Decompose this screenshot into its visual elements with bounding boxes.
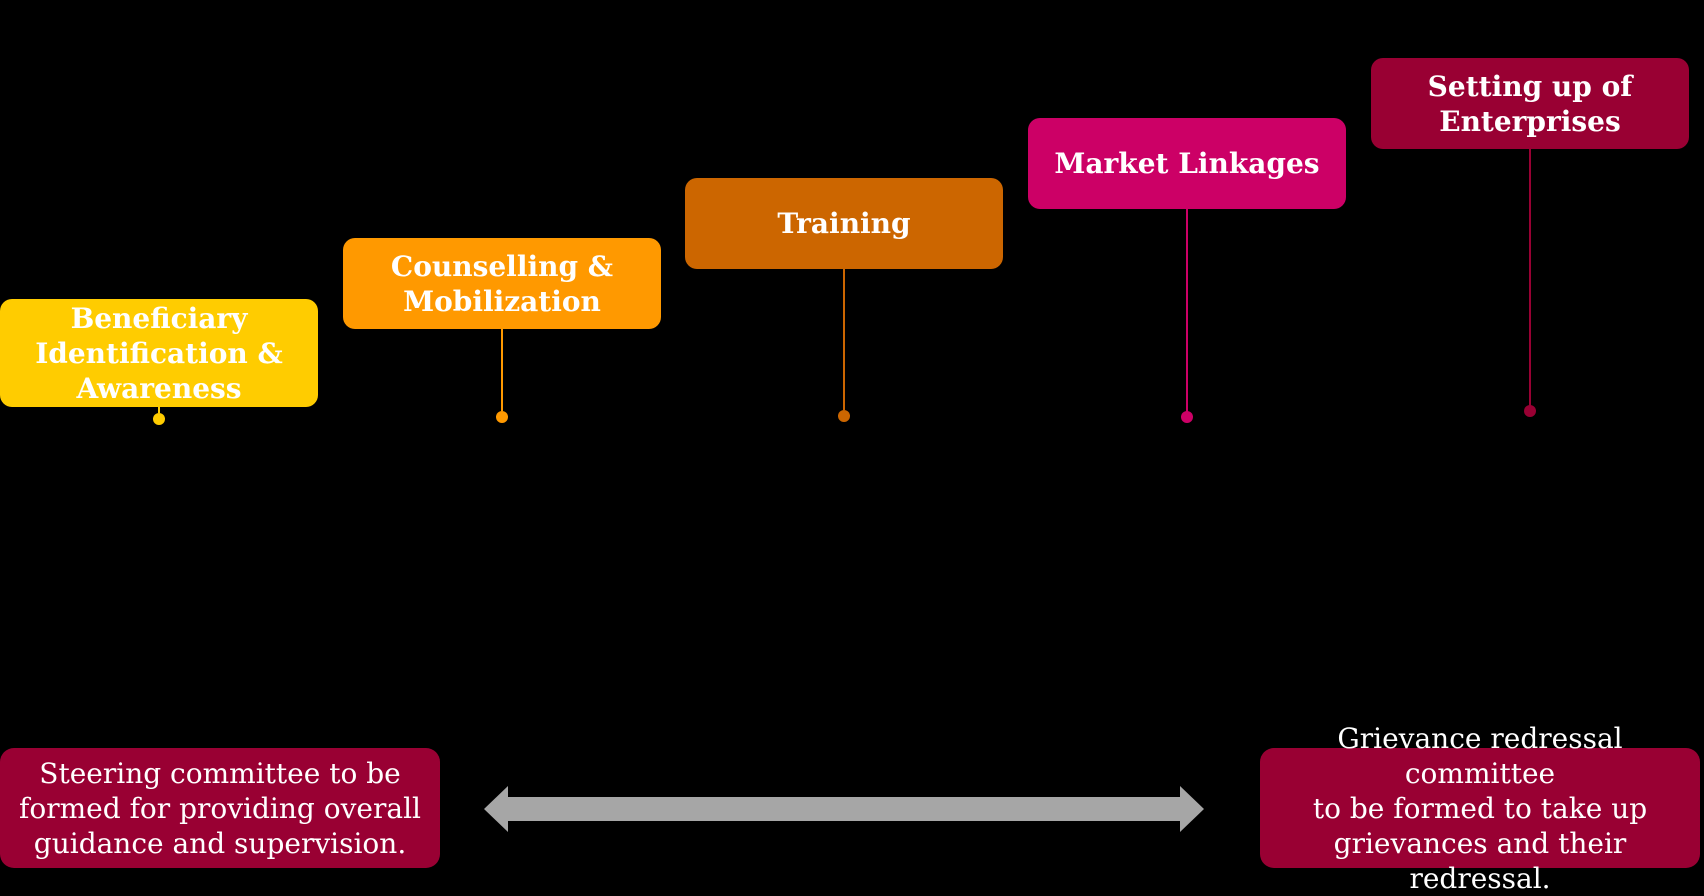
step-marker-dot — [1181, 411, 1193, 423]
double-headed-arrow-icon — [484, 786, 1204, 832]
step-counselling-mobilization: Counselling & Mobilization — [343, 238, 661, 329]
step-marker-dot — [1524, 405, 1536, 417]
grievance-committee-text: Grievance redressal committee to be form… — [1312, 721, 1648, 895]
step-connector-line — [843, 269, 845, 410]
step-marker-dot — [838, 410, 850, 422]
step-label: Beneficiary Identification & Awareness — [35, 301, 283, 405]
process-diagram: Beneficiary Identification & Awareness C… — [0, 58, 1700, 895]
step-market-linkages: Market Linkages — [1028, 118, 1346, 209]
step-label: Training — [777, 207, 911, 240]
step-training: Training — [685, 178, 1003, 269]
step-beneficiary-identification: Beneficiary Identification & Awareness — [0, 299, 318, 407]
steering-committee-text: Steering committee to be formed for prov… — [19, 756, 421, 860]
step-setting-up-enterprises: Setting up of Enterprises — [1371, 58, 1689, 149]
step-connector-line — [501, 329, 503, 411]
step-connector-line — [1529, 149, 1531, 406]
grievance-committee-box: Grievance redressal committee to be form… — [1260, 722, 1700, 895]
arrow-shape — [484, 786, 1204, 832]
step-label: Setting up of Enterprises — [1427, 69, 1633, 138]
steering-committee-box: Steering committee to be formed for prov… — [0, 748, 440, 868]
step-connector-line — [1186, 209, 1188, 412]
step-marker-dot — [153, 413, 165, 425]
step-connector-line — [158, 407, 160, 413]
step-label: Market Linkages — [1054, 147, 1320, 180]
step-marker-dot — [496, 411, 508, 423]
step-label: Counselling & Mobilization — [390, 249, 614, 318]
